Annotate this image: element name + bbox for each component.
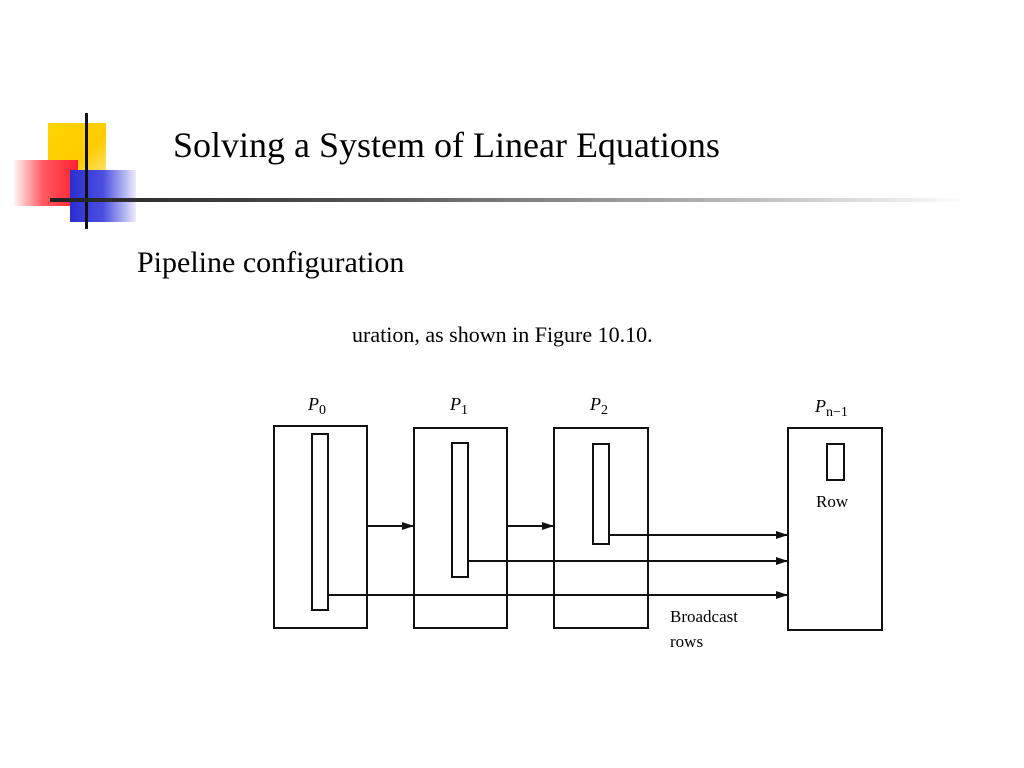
pipeline-figure: uration, as shown in Figure 10.10. P0 P1… (260, 318, 900, 658)
processor-box-p1 (413, 427, 508, 629)
processor-label-p0: P0 (307, 394, 326, 418)
processor-box-p2 (553, 427, 649, 629)
processor-box-p0 (273, 425, 368, 629)
broadcast-label-line1: Broadcast (670, 607, 738, 626)
row-strip-p2 (592, 443, 610, 545)
title-underline (50, 198, 970, 202)
slide-subtitle: Pipeline configuration (137, 246, 405, 279)
processor-label-p2: P2 (589, 394, 608, 418)
row-strip-p1 (451, 442, 469, 578)
row-marker-pn-1 (826, 443, 845, 481)
processor-label-p1: P1 (449, 394, 468, 418)
slide-title: Solving a System of Linear Equations (173, 125, 720, 165)
row-strip-p0 (311, 433, 329, 611)
row-label: Row (816, 492, 849, 511)
processor-box-pn-1 (787, 427, 883, 631)
broadcast-label-line2: rows (670, 632, 703, 651)
processor-label-pn-1: Pn−1 (814, 396, 848, 420)
decor-vertical-line (85, 113, 88, 229)
pipeline-diagram: uration, as shown in Figure 10.10. P0 P1… (273, 322, 883, 651)
decor-blue-square (70, 170, 136, 222)
cropped-text-fragment: uration, as shown in Figure 10.10. (352, 322, 653, 347)
